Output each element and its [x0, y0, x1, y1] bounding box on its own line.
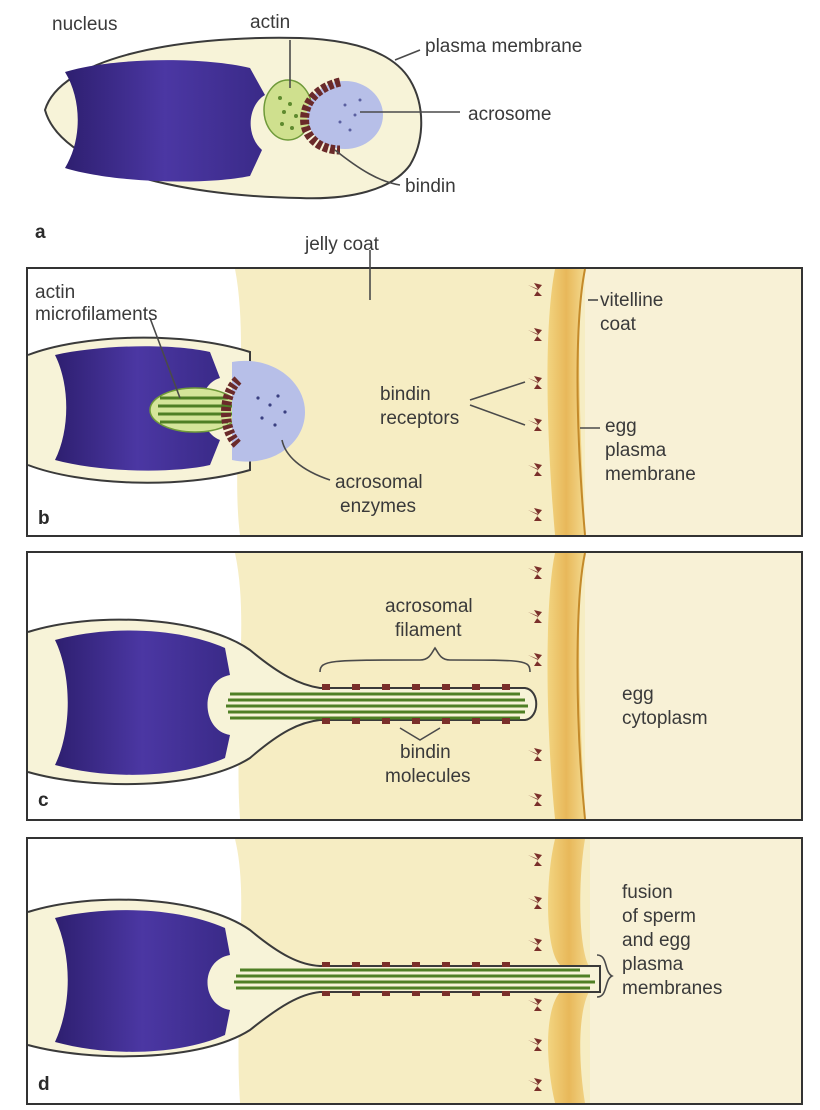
label-actin-microfilaments-2: microfilaments [35, 304, 157, 325]
label-egg-cytoplasm-1: egg [622, 684, 654, 705]
label-jelly-coat: jelly coat [304, 234, 380, 255]
nucleus-c [55, 631, 230, 775]
panel-letter-c: c [38, 790, 49, 811]
label-vitelline-2: coat [600, 314, 637, 335]
label-acrosomal-enzymes-1: acrosomal [335, 472, 423, 493]
egg-region-c [585, 553, 801, 819]
panel-letter-a: a [35, 222, 46, 243]
label-bindin-molecules-2: molecules [385, 766, 471, 787]
label-acrosomal-filament-1: acrosomal [385, 596, 473, 617]
panel-c: acrosomal filament egg cytoplasm bindin … [27, 552, 802, 820]
nucleus-d [55, 910, 230, 1052]
label-fusion-5: membranes [622, 978, 722, 999]
label-acrosomal-enzymes-2: enzymes [340, 496, 416, 517]
label-acrosomal-filament-2: filament [395, 620, 462, 641]
panel-letter-d: d [38, 1074, 50, 1095]
label-bindin-molecules-1: bindin [400, 742, 451, 763]
label-egg-plasma-membrane-3: membrane [605, 464, 696, 485]
panel-b: jelly coat actin microfilaments vitellin… [27, 234, 802, 536]
label-egg-cytoplasm-2: cytoplasm [622, 708, 708, 729]
nucleus-shape [65, 60, 265, 181]
label-egg-plasma-membrane-1: egg [605, 416, 637, 437]
label-fusion-4: plasma [622, 954, 684, 975]
label-actin-microfilaments-1: actin [35, 282, 75, 303]
label-fusion-2: of sperm [622, 906, 696, 927]
label-bindin-receptors-1: bindin [380, 384, 431, 405]
label-fusion-1: fusion [622, 882, 673, 903]
label-bindin: bindin [405, 176, 456, 197]
label-plasma-membrane: plasma membrane [425, 36, 582, 57]
label-actin: actin [250, 12, 290, 33]
label-fusion-3: and egg [622, 930, 691, 951]
panel-letter-b: b [38, 508, 50, 529]
panel-d: fusion of sperm and egg plasma membranes… [27, 838, 802, 1104]
label-egg-plasma-membrane-2: plasma [605, 440, 667, 461]
label-vitelline-1: vitelline [600, 290, 663, 311]
label-acrosome: acrosome [468, 104, 551, 125]
label-bindin-receptors-2: receptors [380, 408, 459, 429]
label-nucleus: nucleus [52, 14, 118, 35]
panel-a: nucleus actin plasma membrane acrosome b… [35, 12, 582, 243]
